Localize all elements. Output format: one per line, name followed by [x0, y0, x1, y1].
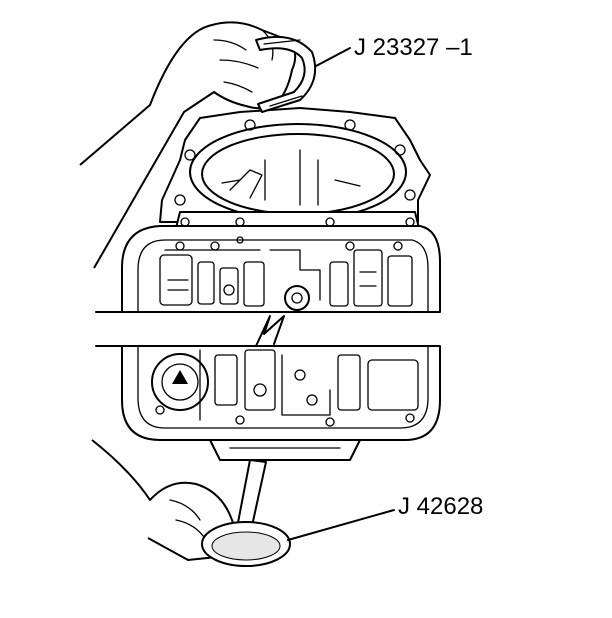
callout-upper-tool: J 23327 –1 [354, 34, 473, 61]
callout-lower-tool: J 42628 [398, 493, 484, 520]
leader-line-lower [287, 509, 395, 541]
valve-body-channels-upper [159, 236, 413, 311]
valve-body-channels-lower [151, 349, 419, 427]
transmission-case-upper [159, 107, 431, 233]
leader-line-upper [315, 47, 351, 67]
installer-j42628 [201, 459, 291, 567]
seal-installer-j23327-1 [255, 36, 316, 113]
break-band [95, 311, 435, 347]
